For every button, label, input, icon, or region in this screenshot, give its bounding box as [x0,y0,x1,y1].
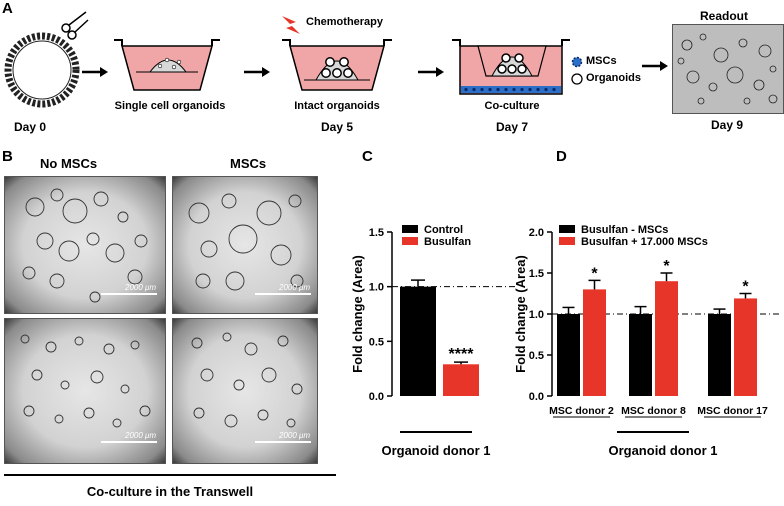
y-tick-label: 0.5 [369,336,384,348]
y-tick-label: 2.0 [529,227,544,239]
y-tick-label: 0.5 [529,350,544,362]
organoid-legend-icon [571,73,583,85]
arrow-icon [418,67,444,77]
msc-legend-icon [571,56,583,68]
scale-label: 2000 μm [125,431,157,440]
x-tick-label: MSC donor 17 [697,405,768,417]
legend-swatch [402,225,418,233]
y-tick-label: 1.5 [369,227,384,239]
legend-mscs-label: MSCs [586,55,617,67]
bar [629,314,652,396]
day9-label: Day 9 [710,118,744,132]
y-tick-label: 1.0 [369,282,384,294]
micrograph-mscs-1: 2000 μm [172,176,318,314]
bar [400,286,436,396]
footer-caption: Co-culture in the Transwell [86,484,254,499]
day5-label: Day 5 [320,120,354,134]
transwell-coculture-icon [452,39,570,95]
x-axis-label: Organoid donor 1 [608,443,717,458]
stage3-caption: Intact organoids [294,100,380,112]
day7-label: Day 7 [495,120,529,134]
scale-label: 2000 μm [125,283,157,292]
organoid-cluster [22,188,148,303]
legend-label: Busulfan [424,236,471,248]
bar [734,298,757,396]
organoid-cluster [188,193,304,291]
legend-organoids-label: Organoids [586,72,642,84]
x-axis-label: Organoid donor 1 [381,443,490,458]
micrograph-mscs-2: 2000 μm [172,318,318,464]
y-tick-label: 0.0 [529,391,544,403]
stage2-caption: Single cell organoids [114,100,226,112]
y-tick-label: 1.5 [529,268,544,280]
legend-label: Busulfan + 17.000 MSCs [581,236,708,248]
y-axis-label: Fold change (Area) [513,255,528,373]
panel-label-d: D [556,148,567,165]
col-header-no-mscs: No MSCs [40,156,98,171]
footer-rule [4,474,336,476]
stage4-caption: Co-culture [484,100,540,112]
col-header-mscs: MSCs [230,156,267,171]
significance-label: * [742,279,749,296]
organoid-ring-icon [4,32,80,108]
panel-label-c: C [362,148,373,165]
significance-label: * [663,258,670,275]
arrow-icon [244,67,270,77]
bar [443,364,479,396]
workflow-schematic [4,11,668,108]
chart-d: 0.0 0.5 1.0 1.5 2.0 * MSC donor 2 * MSC donor 8 *… [513,224,779,458]
legend-label: Busulfan - MSCs [581,224,668,236]
arrow-icon [642,61,668,71]
scale-label: 2000 μm [279,431,311,440]
x-tick-label: MSC donor 8 [621,405,686,417]
lightning-icon [282,16,300,34]
scale-bar [101,441,157,443]
organoid-cluster [677,33,778,105]
bar [655,281,678,396]
y-axis-label: Fold change (Area) [350,255,365,373]
legend-swatch [559,225,575,233]
panel-label-b: B [2,148,13,165]
legend-label: Control [424,224,463,236]
micrograph-no-mscs-1: 2000 μm [4,176,166,314]
x-tick-label: MSC donor 2 [549,405,614,417]
arrow-icon [82,67,108,77]
transwell-intact-icon [282,39,392,91]
significance-label: * [591,265,598,282]
panel-label-a: A [2,0,13,17]
readout-micrograph [672,24,784,114]
legend-swatch [559,237,575,245]
legend-swatch [402,237,418,245]
day0-label: Day 0 [14,120,47,134]
micrograph-no-mscs-2: 2000 μm [4,318,166,464]
scale-label: 2000 μm [279,283,311,292]
bar [557,314,580,396]
y-tick-label: 1.0 [529,309,544,321]
scale-bar [101,293,157,295]
transwell-single-cell-icon [114,39,220,91]
organoid-cluster [191,332,303,428]
bar [583,289,606,396]
treatment-label: Chemotherapy [306,16,384,28]
scale-bar [255,293,311,295]
scissors-icon [61,11,89,40]
scale-bar [255,441,311,443]
y-tick-label: 0.0 [369,391,384,403]
readout-title: Readout [700,9,748,23]
organoid-cluster [20,334,151,428]
bar [708,314,731,396]
significance-label: **** [449,346,475,363]
